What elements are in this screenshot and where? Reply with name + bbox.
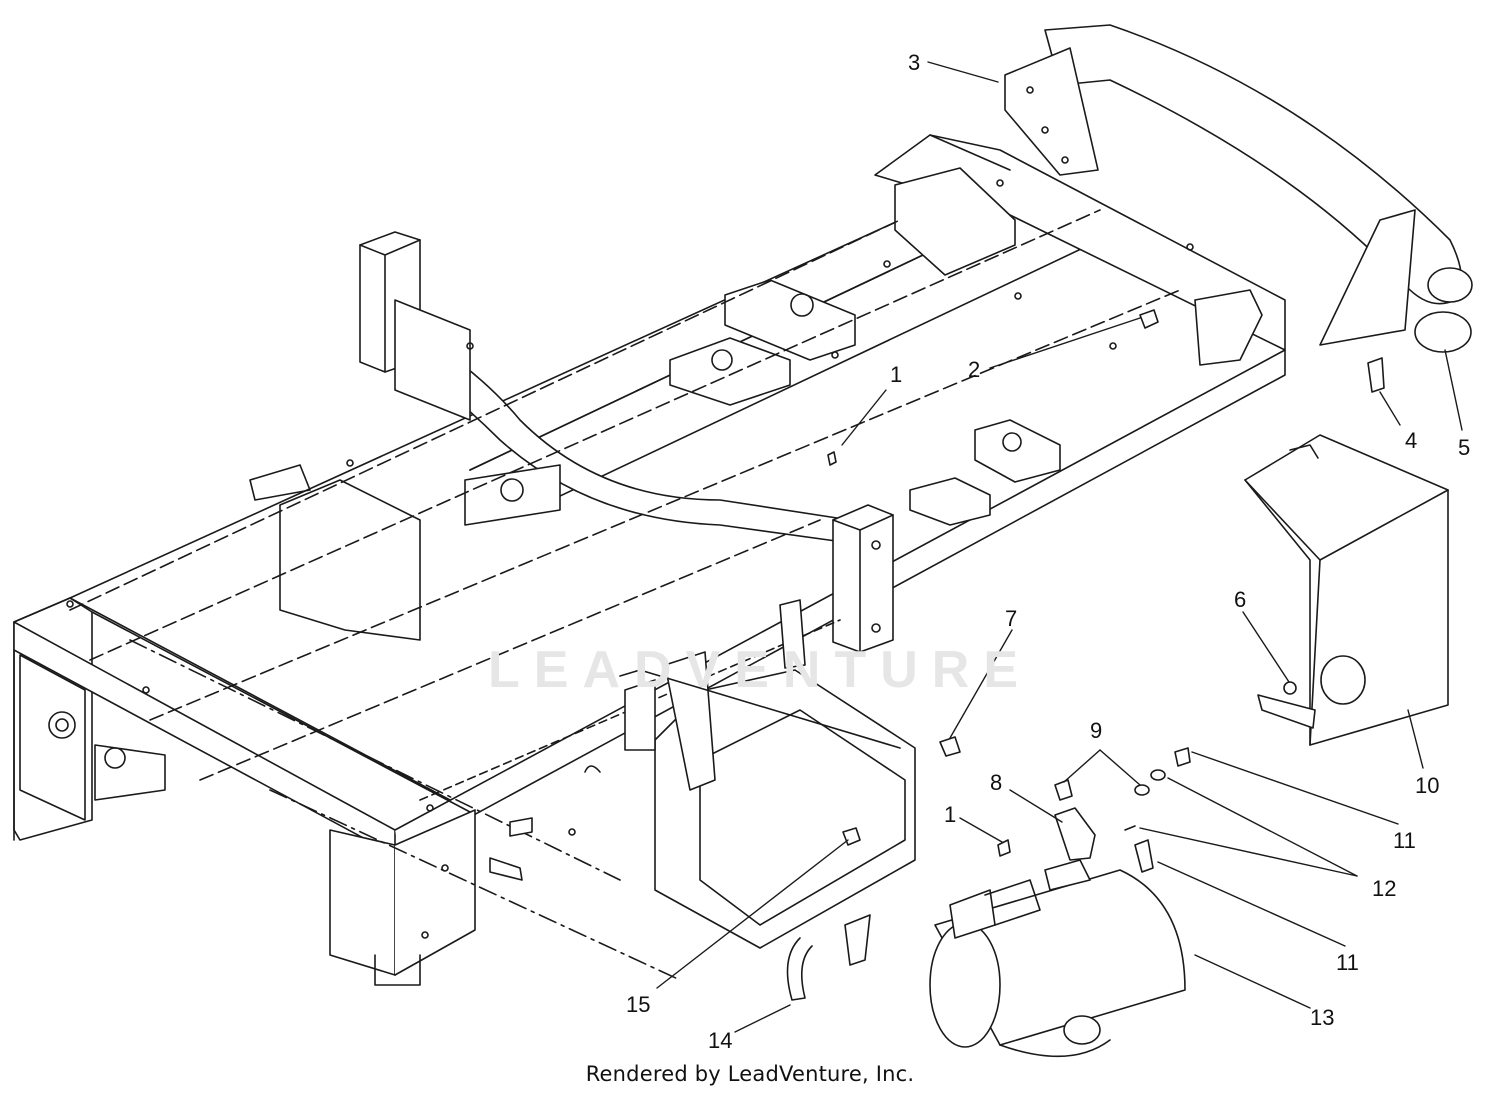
heat-shield bbox=[1244, 434, 1449, 746]
screw-6 bbox=[1283, 681, 1297, 695]
plug-2 bbox=[1139, 309, 1159, 329]
nut-1-lower bbox=[997, 839, 1011, 857]
callout-5: 5 bbox=[1458, 435, 1470, 460]
chassis-frame bbox=[13, 134, 1286, 986]
washer-12 bbox=[1150, 769, 1166, 781]
callout-15: 15 bbox=[626, 992, 650, 1017]
bolt-11-upper bbox=[1174, 747, 1191, 767]
callout-11-upper: 11 bbox=[1393, 828, 1416, 853]
washer-12b bbox=[1124, 825, 1136, 831]
callout-11-lower: 11 bbox=[1336, 950, 1359, 975]
callout-1-upper: 1 bbox=[890, 362, 902, 387]
bushing-9a bbox=[1054, 779, 1073, 801]
watermark: LEADVENTURE bbox=[488, 641, 1033, 699]
bolt-11-lower bbox=[1134, 839, 1154, 873]
render-credit: Rendered by LeadVenture, Inc. bbox=[585, 1062, 915, 1086]
pin-1 bbox=[827, 451, 837, 466]
callout-10: 10 bbox=[1415, 773, 1439, 798]
callout-1-lower: 1 bbox=[944, 802, 956, 827]
leader-lines bbox=[656, 61, 1463, 1033]
callout-3: 3 bbox=[908, 50, 920, 75]
callout-2: 2 bbox=[968, 357, 980, 382]
bolt-4 bbox=[1367, 357, 1385, 393]
callout-4: 4 bbox=[1405, 428, 1417, 453]
muffler bbox=[929, 859, 1186, 1058]
callout-13: 13 bbox=[1310, 1005, 1334, 1030]
callout-12: 12 bbox=[1372, 876, 1396, 901]
callout-7: 7 bbox=[1005, 606, 1017, 631]
bushing-9b bbox=[1134, 784, 1150, 796]
end-cap bbox=[1414, 311, 1472, 353]
clamp-8 bbox=[1054, 807, 1096, 861]
mounting-plate bbox=[509, 599, 916, 949]
u-bolt-clamp bbox=[844, 914, 871, 966]
spacer-7 bbox=[939, 736, 961, 757]
callout-9: 9 bbox=[1090, 718, 1102, 743]
callout-labels: 3 2 1 4 5 6 7 8 9 10 11 12 13 14 15 1 11 bbox=[626, 50, 1470, 1053]
u-bolt-14 bbox=[786, 937, 813, 1001]
callout-8: 8 bbox=[990, 770, 1002, 795]
callout-6: 6 bbox=[1234, 587, 1246, 612]
rear-bumper-bar bbox=[1004, 24, 1473, 346]
callout-14: 14 bbox=[708, 1028, 732, 1053]
